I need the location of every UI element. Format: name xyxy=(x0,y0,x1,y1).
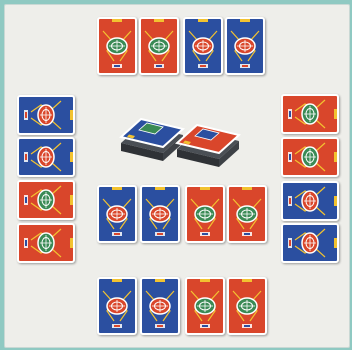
card-back-art xyxy=(99,187,135,241)
card-back-red[interactable] xyxy=(97,17,137,75)
card-back-art xyxy=(283,96,337,132)
card-back-art xyxy=(99,19,135,73)
card-back-blue[interactable] xyxy=(17,95,75,135)
card-back-red[interactable] xyxy=(227,277,267,335)
card-back-blue[interactable] xyxy=(281,181,339,221)
card-back-blue[interactable] xyxy=(97,185,137,243)
card-back-red[interactable] xyxy=(17,180,75,220)
card-back-red[interactable] xyxy=(281,94,339,134)
card-back-red[interactable] xyxy=(17,223,75,263)
card-back-art xyxy=(283,183,337,219)
card-back-art xyxy=(19,182,73,218)
card-back-art xyxy=(141,19,177,73)
card-back-red[interactable] xyxy=(139,17,179,75)
card-back-blue[interactable] xyxy=(281,223,339,263)
card-back-red[interactable] xyxy=(227,185,267,243)
card-back-art xyxy=(19,97,73,133)
card-back-blue[interactable] xyxy=(17,137,75,177)
card-back-art xyxy=(229,187,265,241)
card-back-red[interactable] xyxy=(185,185,225,243)
card-back-art xyxy=(187,187,223,241)
card-back-blue[interactable] xyxy=(225,17,265,75)
card-back-red[interactable] xyxy=(185,277,225,335)
card-back-art xyxy=(142,279,178,333)
card-back-art xyxy=(142,187,178,241)
card-back-art xyxy=(283,225,337,261)
card-back-art xyxy=(229,279,265,333)
card-back-art xyxy=(19,225,73,261)
card-back-blue[interactable] xyxy=(140,277,180,335)
red-draw-deck[interactable] xyxy=(175,119,241,169)
card-back-art xyxy=(227,19,263,73)
card-back-red[interactable] xyxy=(281,137,339,177)
game-board xyxy=(4,4,350,348)
card-back-blue[interactable] xyxy=(97,277,137,335)
card-back-art xyxy=(99,279,135,333)
card-back-blue[interactable] xyxy=(140,185,180,243)
card-back-art xyxy=(187,279,223,333)
card-back-art xyxy=(283,139,337,175)
card-back-art xyxy=(185,19,221,73)
card-back-blue[interactable] xyxy=(183,17,223,75)
card-back-art xyxy=(19,139,73,175)
